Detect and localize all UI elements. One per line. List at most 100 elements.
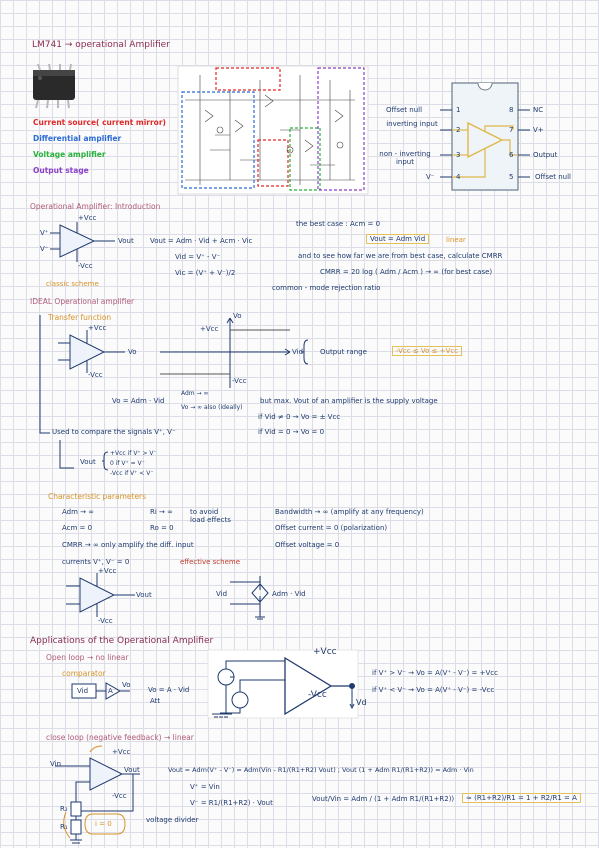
closed-vee: -Vcc (112, 792, 127, 800)
ideal-vo-eq: Vo = Adm · Vid (112, 397, 165, 405)
intro-best-eq: Vout = Adm Vid (366, 234, 430, 244)
char-right-2: Offset current = 0 (polarization) (275, 524, 388, 532)
used-arrow (39, 315, 109, 471)
char-opamp (66, 573, 135, 617)
page-title: LM741 → operational Amplifier (32, 40, 170, 50)
char-opamp-vcc: +Vcc (98, 567, 117, 575)
char-item-1: Adm → ∞ (62, 508, 95, 516)
ideal-vout: Vout (80, 458, 96, 466)
output-range-eq: -Vcc ≤ Vo ≤ +Vcc (392, 346, 463, 356)
plot-vee-label: -Vcc (232, 377, 247, 385)
plot-vid-label: Vid (292, 348, 304, 356)
comp-vee: -Vcc (308, 690, 327, 700)
ideal-adm: Adm → ∞ (181, 390, 209, 397)
closed-vcc: +Vcc (112, 748, 131, 756)
pin-num-1: 1 (456, 106, 461, 114)
intro-eq3: Vic = (V⁺ + V⁻)/2 (175, 269, 236, 277)
vout-case-2: 0 if V⁺ = V⁻ (110, 460, 145, 467)
comp-a: A (108, 687, 113, 695)
char-right-3: Offset voltage = 0 (275, 541, 340, 549)
closed-eq2: V⁺ = Vin (190, 783, 220, 791)
char-opamp-vout: Vout (136, 591, 152, 599)
pin-label-3: non - inverting input (379, 150, 431, 166)
legend-voltage-amp: Voltage amplifier (33, 150, 106, 159)
intro-eq1: Vout = Adm · Vid + Acm · Vic (150, 237, 253, 245)
closed-loop-label: close loop (negative feedback) → linear (46, 733, 194, 742)
ideal-opamp (58, 330, 125, 373)
effective-adm-vid: Adm · Vid (272, 590, 306, 598)
char-heading: Characteristic parameters (48, 492, 147, 501)
transfer-function-plot (160, 317, 309, 388)
comp-att: Att (150, 697, 161, 705)
closed-loop-circuit (55, 745, 140, 844)
closed-gain: Vout/Vin = Adm / (1 + Adm R1/(R1+R2)) (312, 795, 455, 803)
transfer-heading: Transfer function (48, 313, 112, 322)
char-opamp-vee: -Vcc (98, 617, 113, 625)
pinout-diagram (440, 82, 530, 191)
pin-num-7: 7 (509, 126, 514, 134)
effective-scheme (230, 576, 269, 620)
closed-eq1: Vout = Adm(V⁺ - V⁻) = Adm(Vin - R1/(R1+R… (168, 766, 474, 774)
comp-vo-eq: Vo = A · Vid (148, 686, 190, 694)
ideal-used: Used to compare the signals V⁺, V⁻ (52, 428, 176, 436)
internal-schematic (177, 65, 369, 195)
legend-output-stage: Output stage (33, 166, 89, 175)
closed-r2: R₂ (60, 805, 68, 813)
open-loop-label: Open loop → no linear (46, 653, 129, 662)
ideal-opamp-vcc: +Vcc (88, 324, 107, 332)
intro-best: the best case : Acm = 0 (296, 220, 381, 228)
intro-eq2: Vid = V⁺ - V⁻ (175, 253, 221, 261)
closed-eq3: V⁻ = R1/(R1+R2) · Vout (190, 799, 273, 807)
effective-label: effective scheme (180, 558, 241, 566)
ideal-heading: IDEAL Operational amplifier (30, 297, 135, 306)
pin-label-5: Offset null (534, 173, 572, 181)
pin-label-6: Output (533, 151, 558, 159)
intro-cmrr-label: common - mode rejection ratio (272, 284, 381, 292)
comp-if1: if V⁺ > V⁻ → Vo = A(V⁺ - V⁻) = +Vcc (372, 669, 498, 677)
char-ro: Ro = 0 (150, 524, 174, 532)
closed-i: i = 0 (95, 820, 112, 828)
comparator-label: comparator (62, 669, 106, 678)
comp-vcc: +Vcc (313, 647, 337, 657)
comp-vo: Vo (122, 681, 131, 689)
comp-vid: Vid (77, 687, 89, 695)
intro-opamp (50, 222, 115, 262)
plot-vcc-label: +Vcc (200, 325, 219, 333)
comp-vd: Vd (356, 698, 367, 707)
vout-case-1: +Vcc if V⁺ > V⁻ (110, 450, 157, 457)
intro-vee: -Vcc (78, 262, 93, 270)
intro-vminus: V⁻ (40, 245, 49, 253)
ideal-but: but max. Vout of an amplifier is the sup… (260, 397, 438, 405)
ideal-opamp-vo: Vo (128, 348, 137, 356)
pin-num-6: 6 (509, 151, 514, 159)
char-ri: Ri → ∞ (150, 508, 173, 516)
legend-differential: Differential amplifier (33, 134, 122, 143)
ideal-opamp-vee: -Vcc (88, 371, 103, 379)
comparator-circuit (71, 649, 359, 719)
output-range-label: Output range (320, 348, 367, 356)
pin-num-2: 2 (456, 126, 461, 134)
intro-vcc: +Vcc (78, 214, 97, 222)
char-right-1: Bandwidth → ∞ (amplify at any frequency) (275, 508, 424, 516)
apps-heading: Applications of the Operational Amplifie… (30, 636, 214, 646)
ideal-vo-ideal: Vo → ∞ also (ideally) (181, 404, 243, 411)
pin-label-7: V+ (533, 126, 544, 134)
pin-num-5: 5 (509, 173, 514, 181)
ic-chip-image (33, 63, 75, 109)
legend-current-source: Current source( current mirror) (33, 118, 166, 127)
closed-r1: R₁ (60, 823, 68, 831)
pin-label-8: NC (533, 106, 544, 114)
pin-num-4: 4 (456, 173, 461, 181)
char-item-3: CMRR → ∞ only amplify the diff. input (62, 541, 194, 549)
char-avoid: to avoid load effects (190, 508, 231, 524)
effective-vid: Vid (216, 590, 228, 598)
pin-num-8: 8 (509, 106, 514, 114)
closed-divider: voltage divider (146, 816, 199, 824)
intro-caption: classic scheme (46, 280, 99, 288)
pin-label-1: Offset null (386, 106, 423, 114)
ideal-if1: if Vid ≠ 0 → Vo = ± Vcc (258, 413, 341, 421)
char-item-2: Acm = 0 (62, 524, 93, 532)
comp-if2: if V⁺ < V⁻ → Vo = A(V⁺ - V⁻) = -Vcc (372, 686, 495, 694)
closed-vin: Vin (50, 760, 62, 768)
